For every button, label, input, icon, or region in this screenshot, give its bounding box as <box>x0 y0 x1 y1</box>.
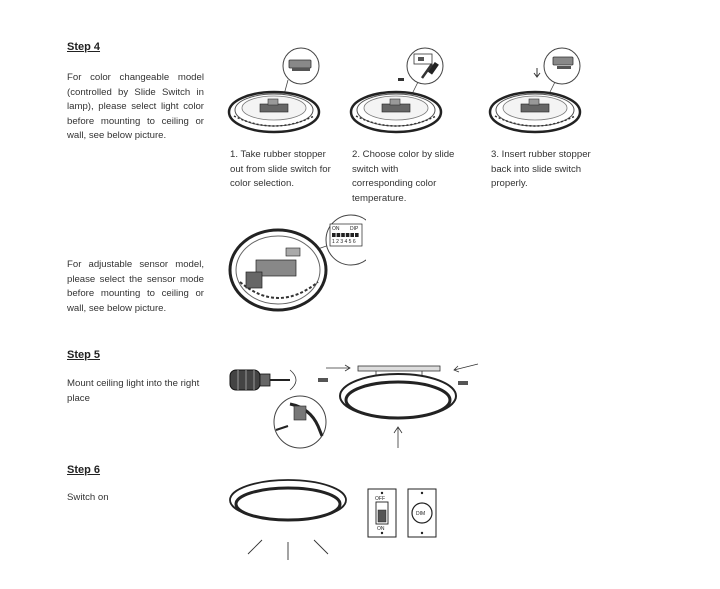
dimmer-label: DIM <box>416 511 425 517</box>
step4-instruction-text: For color changeable model (controlled b… <box>67 72 204 142</box>
dip-on-label: ON <box>332 226 340 232</box>
sensor-instruction-text: For adjustable sensor model, please sele… <box>67 259 204 314</box>
step5-title: Step 5 <box>67 349 101 361</box>
figure-insert-stopper <box>488 47 582 134</box>
step5-instruction-text: Mount ceiling light into the right place <box>67 378 200 404</box>
step4-title: Step 4 <box>67 41 101 53</box>
dip-numbers-label: 1 2 3 4 5 6 <box>332 239 356 245</box>
caption-step-2: 2. Choose color by slide switch with cor… <box>352 149 455 204</box>
switch-on-label: ON <box>377 526 385 532</box>
step6-title: Step 6 <box>67 464 101 476</box>
caption-step-3: 3. Insert rubber stopper back into slide… <box>491 149 591 190</box>
figure-remove-stopper <box>227 47 321 134</box>
switch-off-label: OFF <box>375 496 385 502</box>
figure-wall-switches: OFF ON DIM <box>367 488 437 538</box>
dip-dip-label: DIP <box>350 226 359 232</box>
figure-sensor-dip-switch: ON DIP 1 2 3 4 5 6 <box>228 214 366 312</box>
figure-mount-ceiling <box>229 363 479 449</box>
caption-step-1: 1. Take rubber stopper out from slide sw… <box>230 149 331 190</box>
figure-lamp-on <box>229 479 347 560</box>
step6-instruction-text: Switch on <box>67 492 109 503</box>
figure-choose-color <box>349 47 444 134</box>
